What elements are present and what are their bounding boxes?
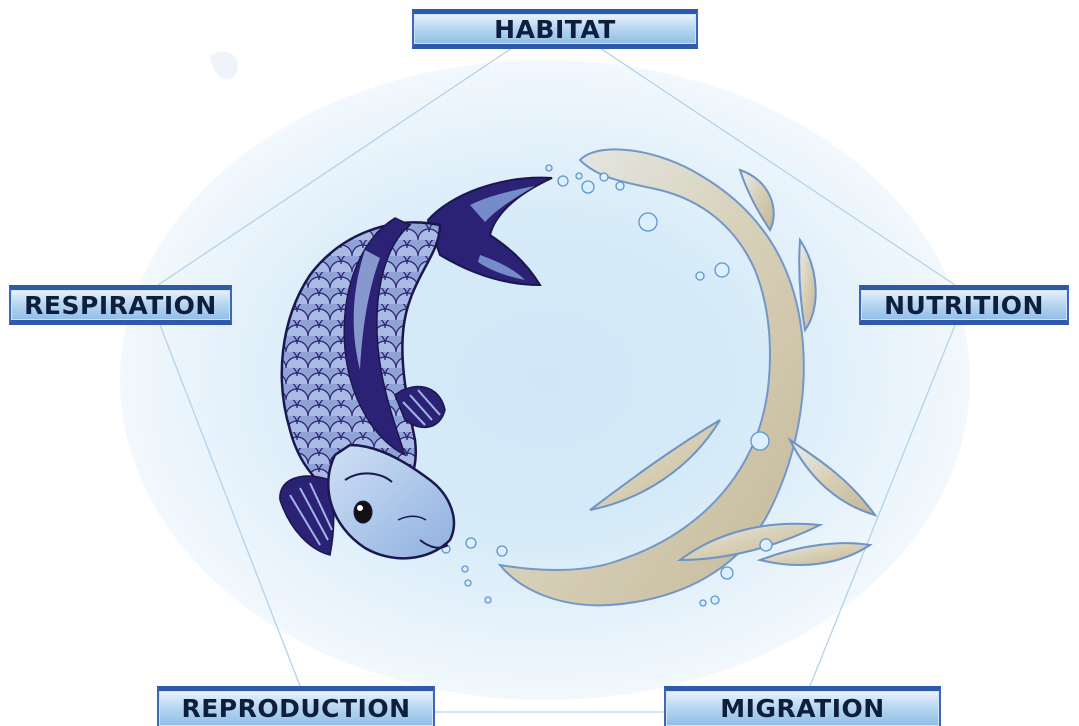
connector-respiration-reproduction: [160, 325, 300, 686]
node-nutrition: NUTRITION: [859, 285, 1069, 325]
water-splash-icon: [500, 149, 875, 605]
node-label: HABITAT: [494, 15, 616, 44]
pentagon-connectors: [158, 48, 955, 712]
node-migration: MIGRATION: [664, 686, 941, 726]
node-reproduction: REPRODUCTION: [157, 686, 435, 726]
node-respiration: RESPIRATION: [9, 285, 232, 325]
connector-nutrition-migration: [810, 325, 955, 686]
node-label: REPRODUCTION: [181, 694, 410, 723]
node-label: NUTRITION: [884, 291, 1044, 320]
decorative-blob: [210, 52, 238, 79]
node-label: MIGRATION: [720, 694, 884, 723]
koi-fish-icon: [280, 178, 552, 559]
node-label: RESPIRATION: [24, 291, 217, 320]
node-habitat: HABITAT: [412, 9, 698, 49]
